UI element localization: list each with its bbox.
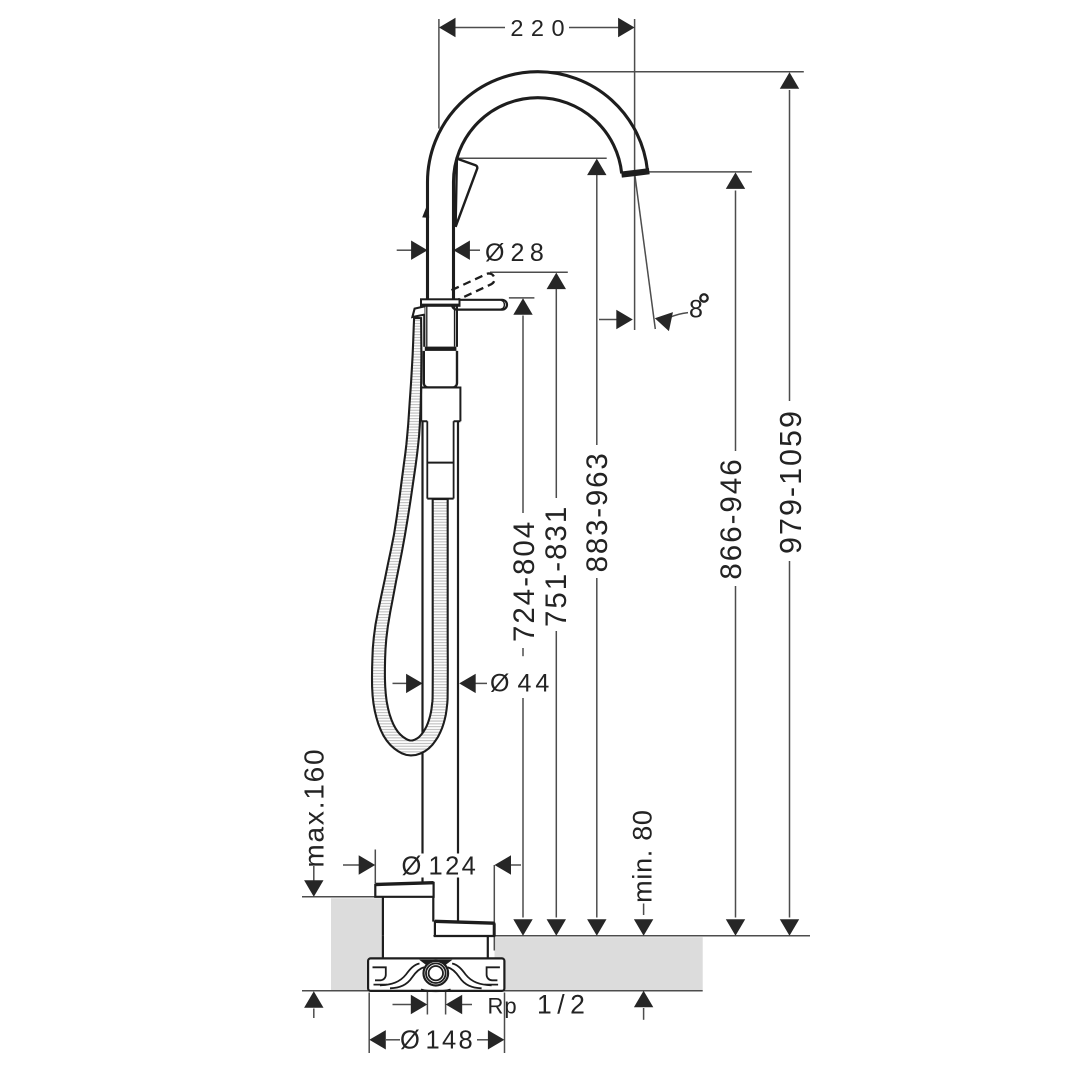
svg-text:866-946: 866-946 [715,457,748,579]
svg-text:724-804: 724-804 [508,520,541,642]
svg-text:8: 8 [689,296,703,324]
svg-text:Ø: Ø [490,670,512,698]
svg-text:min. 80: min. 80 [628,809,658,902]
svg-text:124: 124 [429,853,479,881]
svg-text:220: 220 [510,15,572,41]
svg-text:28: 28 [511,239,550,267]
svg-text:148: 148 [426,1027,475,1055]
svg-text:Ø: Ø [400,1027,423,1055]
svg-text:Ø: Ø [402,853,425,881]
svg-text:44: 44 [518,670,554,698]
svg-text:751-831: 751-831 [540,505,573,627]
svg-text:max.160: max.160 [299,748,330,868]
svg-text:1/2: 1/2 [537,990,590,1020]
svg-text:Rp: Rp [488,994,518,1019]
svg-text:979-1059: 979-1059 [774,409,808,554]
svg-text:Ø: Ø [485,239,507,267]
svg-text:883-963: 883-963 [581,451,614,572]
